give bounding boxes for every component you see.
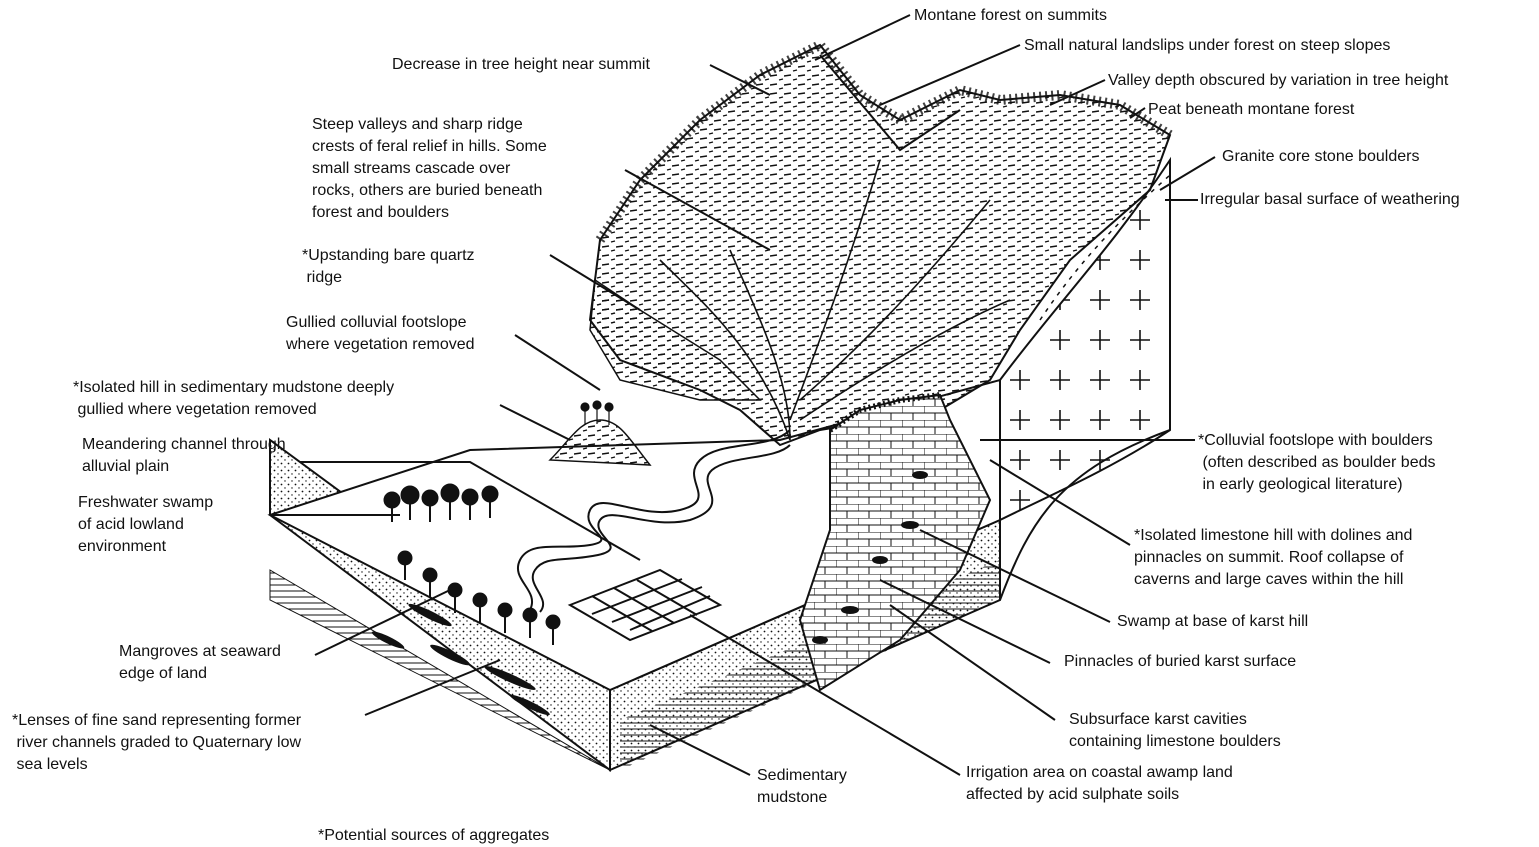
label-mangroves: Mangroves at seaward edge of land [119,641,281,685]
label-irrigation: Irrigation area on coastal awamp land af… [966,762,1233,806]
label-valley-depth: Valley depth obscured by variation in tr… [1108,70,1448,92]
label-meandering: Meandering channel through alluvial plai… [82,434,286,478]
label-karst-swamp: Swamp at base of karst hill [1117,611,1308,633]
label-karst-cavities: Subsurface karst cavities containing lim… [1069,709,1281,753]
label-montane-forest: Montane forest on summits [914,5,1107,27]
isolated-mudstone-hill [550,401,650,465]
label-peat: Peat beneath montane forest [1148,99,1354,121]
label-colluvial-boulders: *Colluvial footslope with boulders (ofte… [1198,430,1435,496]
label-tree-height: Decrease in tree height near summit [392,54,650,76]
label-gullied-footslope: Gullied colluvial footslope where vegeta… [286,312,475,356]
label-quartz-ridge: *Upstanding bare quartz ridge [302,245,475,289]
label-pinnacles: Pinnacles of buried karst surface [1064,651,1296,673]
label-steep-valleys: Steep valleys and sharp ridge crests of … [312,114,547,224]
label-landslips: Small natural landslips under forest on … [1024,35,1390,57]
label-limestone-hill: *Isolated limestone hill with dolines an… [1134,525,1412,591]
label-mudstone: Sedimentary mudstone [757,765,847,809]
footnote: *Potential sources of aggregates [318,825,549,847]
label-lenses: *Lenses of fine sand representing former… [12,710,301,776]
label-isolated-hill: *Isolated hill in sedimentary mudstone d… [73,377,394,421]
label-basal-surface: Irregular basal surface of weathering [1200,189,1460,211]
label-granite-core: Granite core stone boulders [1222,146,1419,168]
label-swamp: Freshwater swamp of acid lowland environ… [78,492,213,558]
